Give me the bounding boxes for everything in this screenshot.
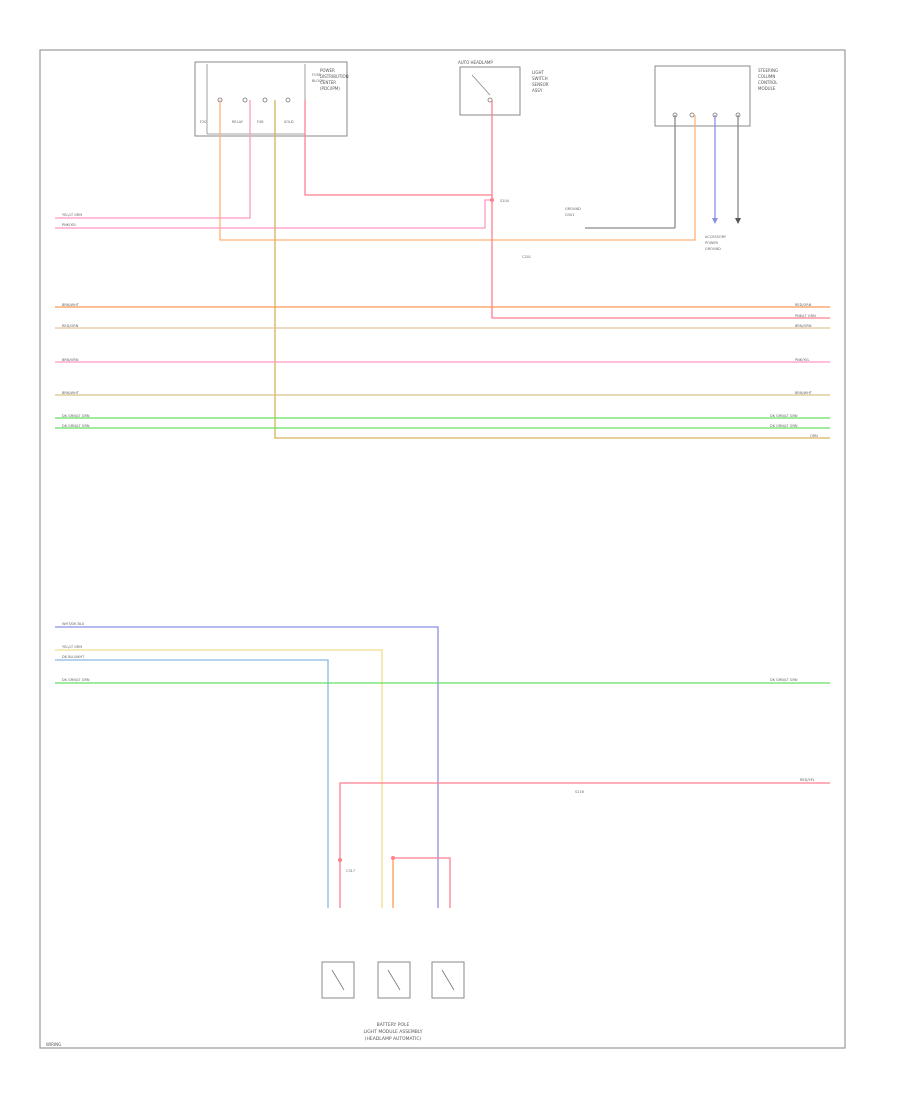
pdc-pin-label-3: F48 (257, 120, 263, 124)
right-ground-3: GROUND (705, 247, 721, 251)
lower-left-wire-4: DK GRN/LT GRN (62, 678, 90, 682)
light-switch-title-1: LIGHT (532, 70, 545, 75)
steering-title-4: MODULE (758, 86, 776, 91)
left-wire-label-2: YEL/LT GRN (62, 213, 82, 217)
steering-title-1: STEERING (758, 68, 778, 73)
light-switch-title-4: ASSY (532, 88, 543, 93)
lower-left-wire-3: DK BLU/WHT (62, 655, 85, 659)
caption-line-2: LIGHT MODULE ASSEMBLY (363, 1029, 422, 1035)
lower-wiring: WHT/DK BLU YEL/LT GRN DK BLU/WHT DK GRN/… (55, 622, 830, 908)
left-wire-label-5: PNK/YEL (62, 223, 77, 227)
pdc-title-4: (PDC/IPM) (320, 86, 340, 91)
pdc-pin-label-2: RELAY (232, 120, 244, 124)
bus-wires: BRN/WHT YEL/LT GRN RED/ORN BRN/ORN PNK/Y… (55, 213, 830, 438)
left-wire-label-7: DK GRN/LT GRN (62, 414, 90, 418)
right-wire-label-3: BRN/ORN (795, 324, 812, 328)
pdc-title-2: DISTRIBUTION (320, 74, 349, 79)
left-wire-label-3: RED/ORN (62, 324, 79, 328)
lower-right-wire-2: RED/YEL (800, 778, 815, 782)
left-wire-label-4: BRN/ORN (62, 358, 79, 362)
power-distribution-module: FUSE BLOCK POWER DISTRIBUTION CENTER (PD… (194, 61, 349, 137)
steering-title-3: CONTROL (758, 80, 778, 85)
right-ground-1: ACCESSORY (705, 235, 727, 239)
light-switch-header: AUTO HEADLAMP (458, 60, 493, 65)
caption-line-1: BATTERY POLE (377, 1022, 410, 1028)
right-wire-label-2: PNK/LT GRN (795, 314, 816, 318)
pdc-inner-label-2: BLOCK (312, 79, 324, 83)
splice-s116: S116 (575, 790, 584, 794)
ground-label-1: GROUND (565, 207, 581, 211)
splice-s104: S104 (500, 199, 510, 203)
right-wire-label-1: RED/ORN (795, 303, 812, 307)
lower-right-wire-1: DK GRN/LT GRN (770, 678, 798, 682)
right-ground-2: POWER (705, 241, 719, 245)
pdc-title-3: CENTER (320, 80, 336, 85)
lower-left-wire-1: WHT/DK BLU (62, 622, 85, 626)
top-wiring: S104 GROUND G301 ACCESSORY POWER GROUND … (55, 100, 830, 439)
steering-title-2: COLUMN (758, 74, 775, 79)
light-switch-title-3: SENSOR (532, 82, 549, 87)
right-wire-label-4: PNK/YEL (795, 358, 810, 362)
light-switch-module: AUTO HEADLAMP LIGHT SWITCH SENSOR ASSY (458, 60, 549, 116)
light-switch-title-2: SWITCH (532, 76, 548, 81)
connector-c201: C201 (522, 255, 531, 259)
caption-line-3: (HEADLAMP AUTOMATIC) (365, 1036, 422, 1042)
lower-left-wire-2: YEL/LT GRN (62, 645, 82, 649)
left-wire-label-1: BRN/WHT (62, 303, 80, 307)
pdc-inner-label-1: FUSE (312, 73, 321, 77)
right-wire-label-6: DK GRN/LT GRN (770, 414, 798, 418)
left-wire-label-8: DK GRN/LT GRN (62, 424, 90, 428)
right-wire-label-7: DK GRN/LT GRN (770, 424, 798, 428)
lamp-assembly-group: BATTERY POLE LIGHT MODULE ASSEMBLY (HEAD… (321, 961, 465, 1042)
footer-code: WIRING (46, 1042, 61, 1047)
pdc-pin-label-1: F20 (200, 120, 206, 124)
right-wire-label-8: ORN (810, 434, 818, 438)
diagram-frame (39, 49, 846, 1049)
ground-label-2: G301 (565, 213, 574, 217)
pdc-pin-label-4: SOLD (284, 120, 294, 124)
pdc-title-1: POWER (320, 68, 335, 73)
connector-c317: C317 (346, 869, 355, 873)
steering-column-module: STEERING COLUMN CONTROL MODULE (654, 65, 778, 127)
right-wire-label-5: BRN/WHT (795, 391, 813, 395)
left-wire-label-6: BRN/WHT (62, 391, 80, 395)
